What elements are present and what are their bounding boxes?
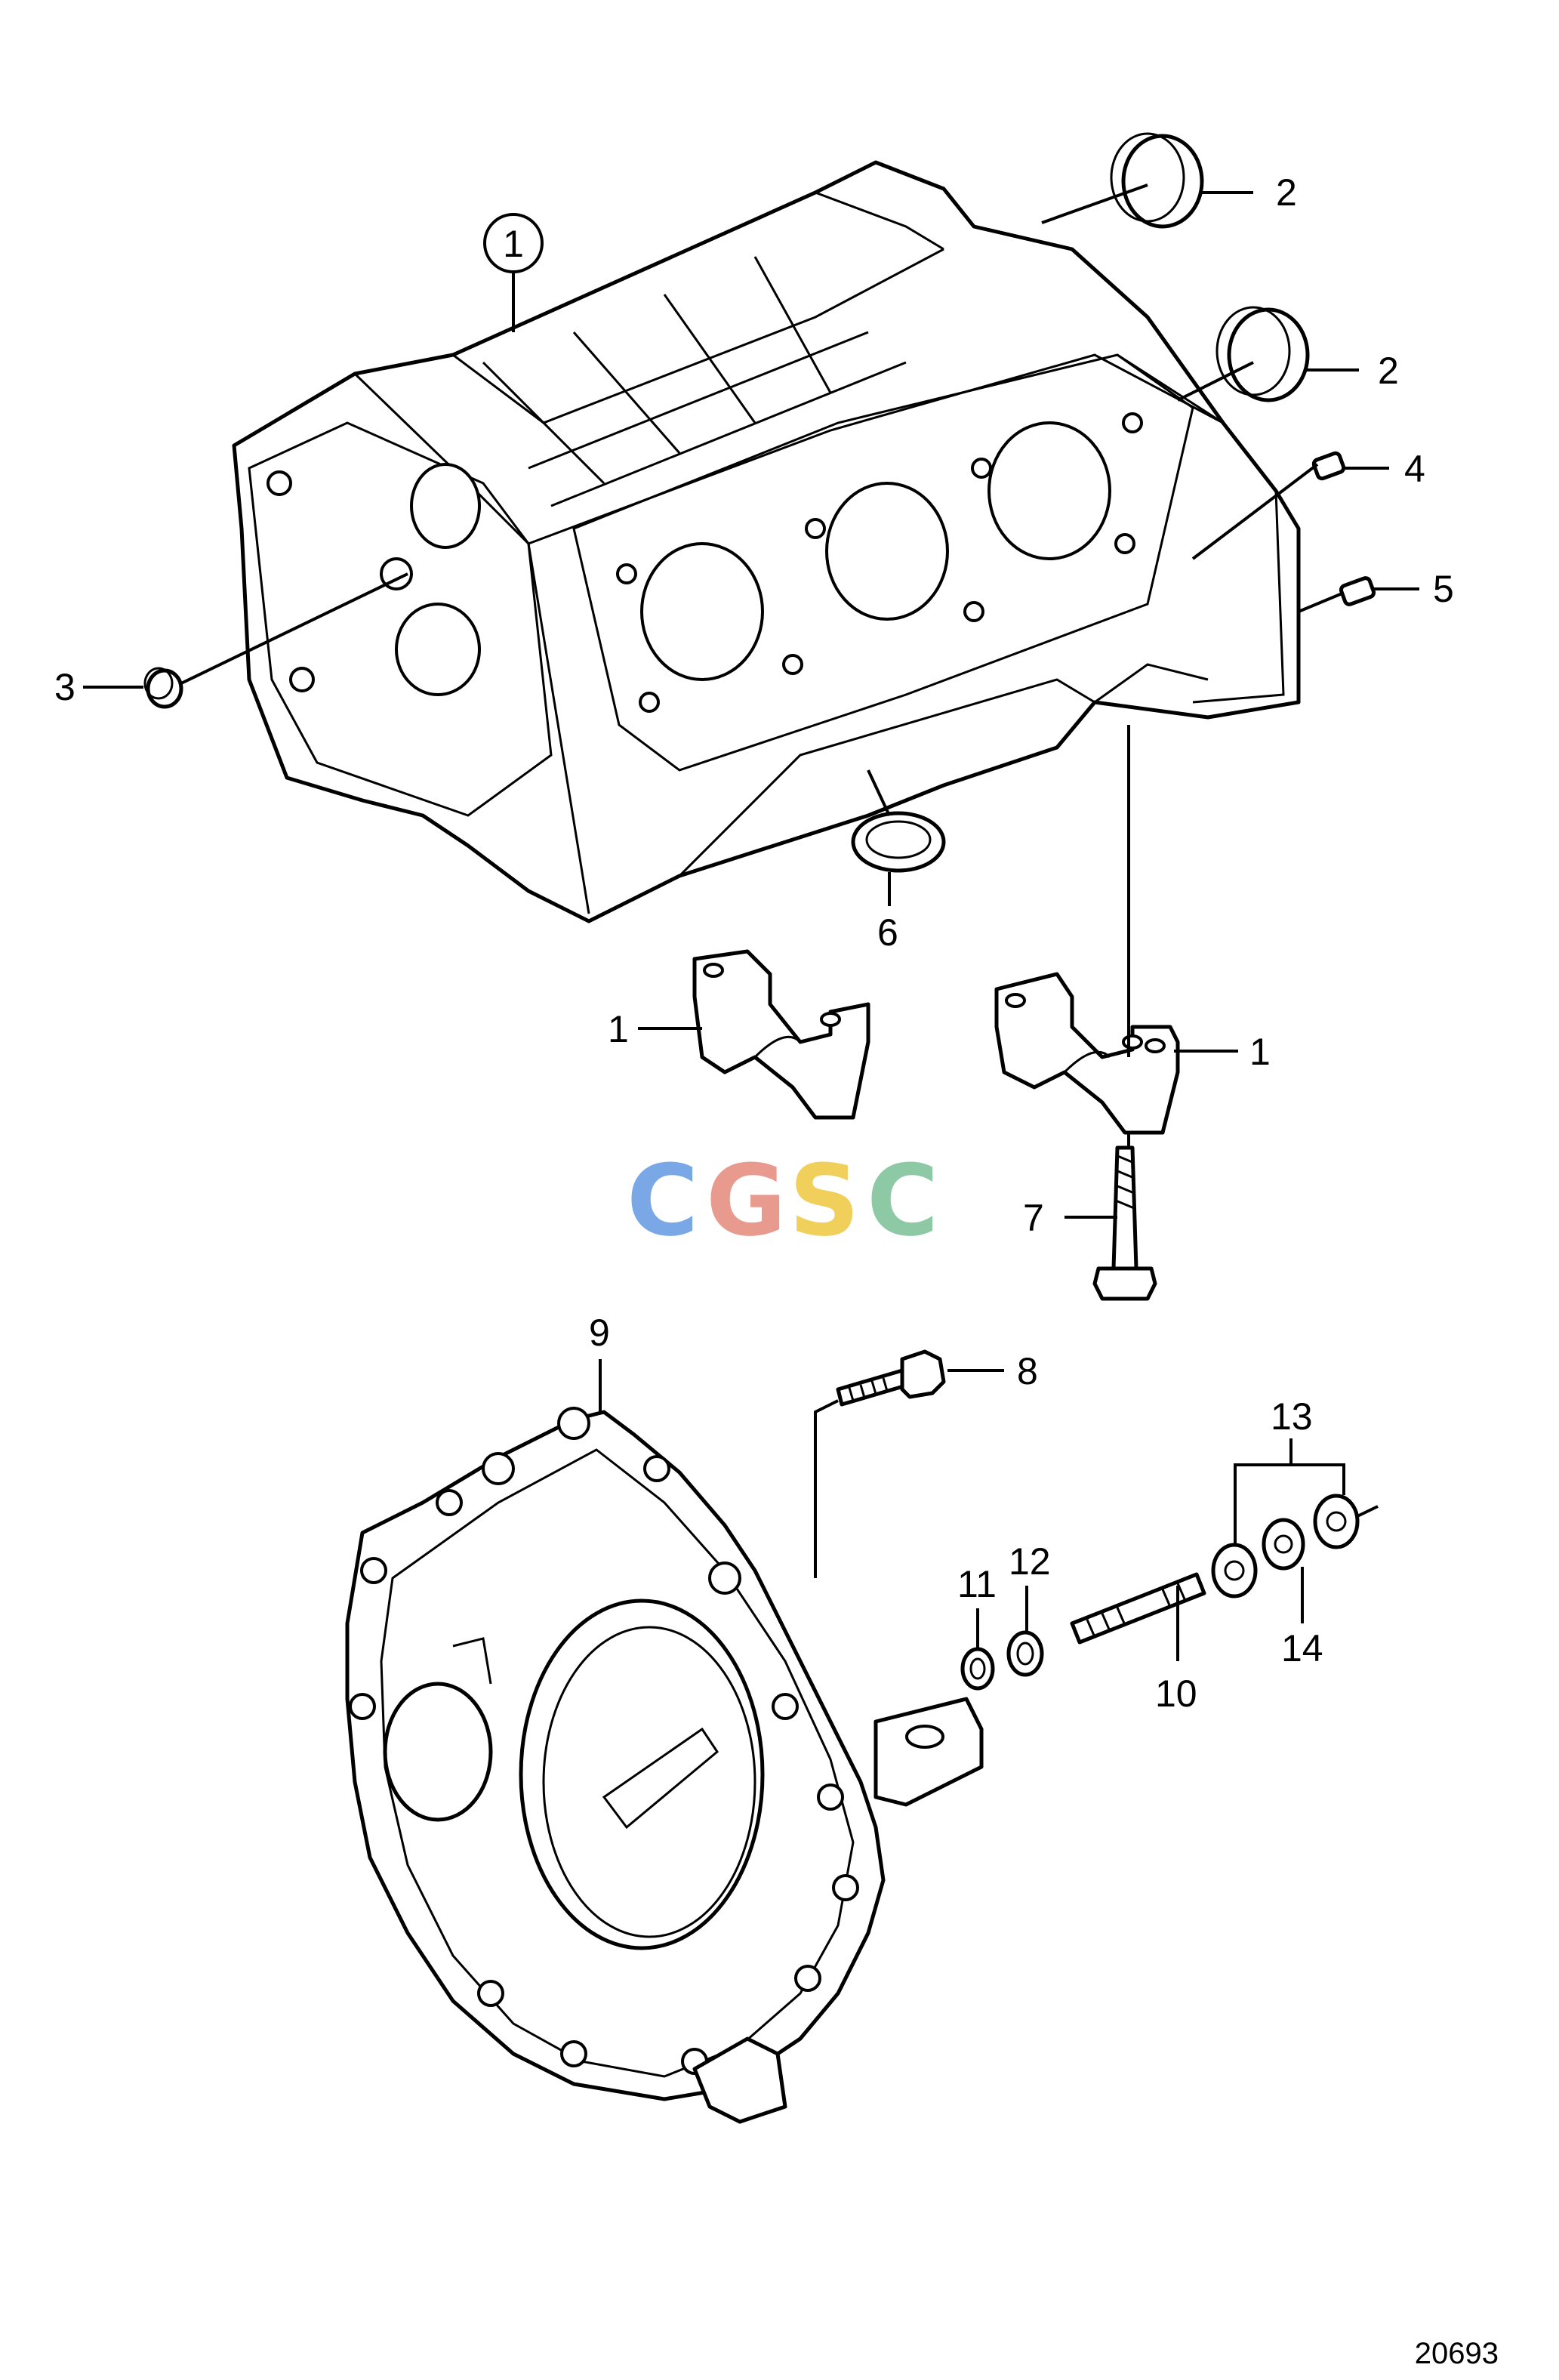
- callout-1-top: 1: [503, 223, 524, 265]
- watermark-letter-4: C: [867, 1143, 938, 1258]
- callout-1-left: 1: [608, 1008, 629, 1050]
- drawing-reference-number: 20693: [1415, 2337, 1499, 2370]
- engine-block: [232, 160, 1301, 923]
- callout-2-lower: 2: [1378, 350, 1399, 392]
- callout-12: 12: [1009, 1540, 1051, 1583]
- washer-11: [960, 1647, 995, 1691]
- bearing-cap-right: [994, 972, 1180, 1135]
- callout-10: 10: [1155, 1672, 1197, 1715]
- bearing-cap-left: [692, 949, 870, 1120]
- plug-4: [1311, 451, 1346, 481]
- flywheel-housing: [345, 1407, 984, 2124]
- callout-1-right: 1: [1249, 1031, 1271, 1073]
- stud-10: [1070, 1572, 1206, 1645]
- core-plug-upper: [1110, 132, 1204, 229]
- plug-5: [1339, 576, 1376, 606]
- watermark-letter-2: G: [706, 1143, 787, 1258]
- nut-13-a: [1211, 1543, 1258, 1598]
- callout-6: 6: [877, 911, 898, 954]
- callout-8: 8: [1017, 1350, 1038, 1392]
- callout-9: 9: [589, 1312, 610, 1354]
- seal-6: [851, 811, 946, 873]
- bolt-7: [1092, 1145, 1157, 1301]
- core-plug-lower: [1215, 306, 1310, 402]
- callout-14: 14: [1281, 1627, 1323, 1669]
- watermark-letter-3: S: [789, 1143, 860, 1258]
- callout-circle-1: [483, 213, 544, 273]
- leader-lines: [83, 183, 1419, 1661]
- callout-4: 4: [1404, 448, 1425, 490]
- watermark-logo: C G S C: [627, 1143, 938, 1258]
- callout-3: 3: [54, 666, 75, 708]
- callout-11: 11: [957, 1563, 997, 1605]
- callout-2-upper: 2: [1276, 171, 1297, 214]
- callout-5: 5: [1433, 568, 1454, 610]
- watermark-letter-1: C: [627, 1143, 698, 1258]
- bolt-8: [836, 1349, 946, 1407]
- nut-13-b: [1313, 1494, 1360, 1549]
- callout-13: 13: [1271, 1395, 1313, 1438]
- washer-12: [1006, 1630, 1044, 1677]
- lock-washer-14: [1262, 1518, 1305, 1571]
- callout-7: 7: [1023, 1197, 1044, 1239]
- plug-3: [143, 667, 183, 709]
